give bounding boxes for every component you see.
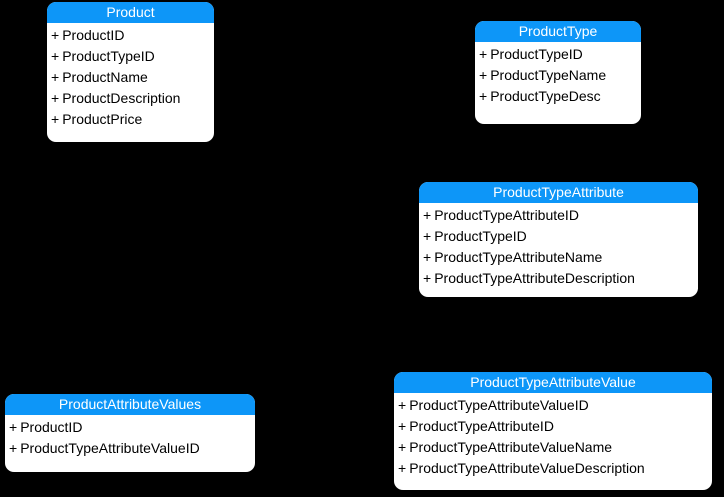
entity-attribute-list: +ProductID+ProductTypeID+ProductName+Pro… [47, 23, 214, 130]
attribute-name: ProductTypeAttributeValueName [409, 439, 613, 455]
visibility-marker: + [51, 90, 60, 106]
attribute-name: ProductTypeAttributeValueDescription [409, 460, 645, 476]
entity-attribute-list: +ProductTypeAttributeValueID+ProductType… [394, 393, 712, 479]
attribute-name: ProductID [62, 27, 125, 43]
entity-attribute-row: +ProductTypeID [47, 46, 214, 67]
entity-title: ProductAttributeValues [5, 394, 255, 415]
attribute-name: ProductID [20, 419, 83, 435]
entity-title: ProductTypeAttributeValue [394, 372, 712, 393]
visibility-marker: + [398, 418, 407, 434]
entity-box-product[interactable]: Product+ProductID+ProductTypeID+ProductN… [47, 2, 214, 142]
entity-attribute-list: +ProductID+ProductTypeAttributeValueID [5, 415, 255, 459]
attribute-name: ProductDescription [62, 90, 181, 106]
visibility-marker: + [51, 69, 60, 85]
attribute-name: ProductTypeAttributeDescription [434, 270, 635, 286]
visibility-marker: + [479, 46, 488, 62]
visibility-marker: + [423, 249, 432, 265]
entity-attribute-row: +ProductTypeID [419, 226, 698, 247]
entity-box-productattributevalues[interactable]: ProductAttributeValues+ProductID+Product… [5, 394, 255, 472]
attribute-name: ProductTypeID [490, 46, 583, 62]
attribute-name: ProductPrice [62, 111, 143, 127]
entity-attribute-row: +ProductTypeName [475, 65, 641, 86]
entity-attribute-row: +ProductPrice [47, 109, 214, 130]
visibility-marker: + [51, 48, 60, 64]
entity-attribute-row: +ProductTypeAttributeID [394, 416, 712, 437]
entity-title: ProductTypeAttribute [419, 182, 698, 203]
entity-attribute-row: +ProductDescription [47, 88, 214, 109]
visibility-marker: + [423, 270, 432, 286]
attribute-name: ProductTypeName [490, 67, 607, 83]
entity-attribute-row: +ProductTypeAttributeValueName [394, 437, 712, 458]
visibility-marker: + [9, 440, 18, 456]
visibility-marker: + [479, 67, 488, 83]
entity-attribute-row: +ProductTypeAttributeName [419, 247, 698, 268]
attribute-name: ProductTypeID [62, 48, 155, 64]
visibility-marker: + [423, 207, 432, 223]
attribute-name: ProductTypeAttributeName [434, 249, 603, 265]
entity-attribute-list: +ProductTypeAttributeID+ProductTypeID+Pr… [419, 203, 698, 289]
entity-attribute-row: +ProductTypeAttributeDescription [419, 268, 698, 289]
attribute-name: ProductTypeAttributeValueID [20, 440, 200, 456]
attribute-name: ProductTypeID [434, 228, 527, 244]
entity-title: ProductType [475, 21, 641, 42]
visibility-marker: + [398, 439, 407, 455]
entity-attribute-row: +ProductTypeAttributeID [419, 205, 698, 226]
attribute-name: ProductTypeAttributeID [434, 207, 579, 223]
entity-attribute-row: +ProductTypeID [475, 44, 641, 65]
attribute-name: ProductName [62, 69, 148, 85]
visibility-marker: + [9, 419, 18, 435]
attribute-name: ProductTypeDesc [490, 88, 601, 104]
entity-attribute-list: +ProductTypeID+ProductTypeName+ProductTy… [475, 42, 641, 107]
visibility-marker: + [398, 397, 407, 413]
entity-box-producttypeattributevalue[interactable]: ProductTypeAttributeValue+ProductTypeAtt… [394, 372, 712, 490]
entity-attribute-row: +ProductTypeAttributeValueID [5, 438, 255, 459]
entity-attribute-row: +ProductTypeDesc [475, 86, 641, 107]
attribute-name: ProductTypeAttributeValueID [409, 397, 589, 413]
entity-attribute-row: +ProductTypeAttributeValueDescription [394, 458, 712, 479]
entity-attribute-row: +ProductName [47, 67, 214, 88]
entity-box-producttype[interactable]: ProductType+ProductTypeID+ProductTypeNam… [475, 21, 641, 124]
entity-attribute-row: +ProductID [47, 25, 214, 46]
visibility-marker: + [51, 111, 60, 127]
visibility-marker: + [423, 228, 432, 244]
visibility-marker: + [398, 460, 407, 476]
attribute-name: ProductTypeAttributeID [409, 418, 554, 434]
visibility-marker: + [479, 88, 488, 104]
entity-title: Product [47, 2, 214, 23]
entity-attribute-row: +ProductID [5, 417, 255, 438]
entity-box-producttypeattribute[interactable]: ProductTypeAttribute+ProductTypeAttribut… [419, 182, 698, 297]
entity-attribute-row: +ProductTypeAttributeValueID [394, 395, 712, 416]
visibility-marker: + [51, 27, 60, 43]
